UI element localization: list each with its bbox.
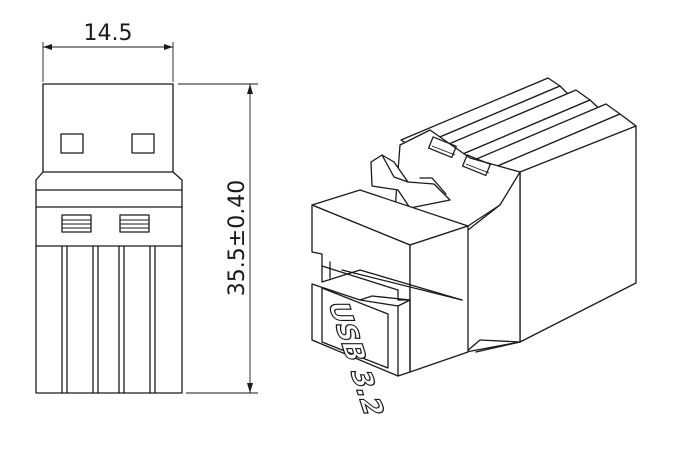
usb-plug-tongue [42,83,174,173]
width-dimension-label: 14.5 [84,21,133,46]
body-latch-slot-left [61,214,92,233]
plug-latch-window-left [60,133,84,154]
length-dimension: 35.5±0.40 [178,83,258,394]
plug-latch-window-right [131,133,155,154]
snap-clip [370,154,451,209]
isometric-view: USB 3.2 [311,77,637,416]
body-ribs [61,245,156,394]
body-top-ridges [400,77,637,189]
latch-slot-upper [427,136,457,159]
latch-slot-lower [461,154,491,177]
width-dimension: 14.5 [42,21,174,82]
body-latch-slot-right [119,214,150,233]
marking-plate [311,283,399,377]
front-view: 14.5 [35,21,258,394]
length-dimension-label: 35.5±0.40 [225,180,250,296]
